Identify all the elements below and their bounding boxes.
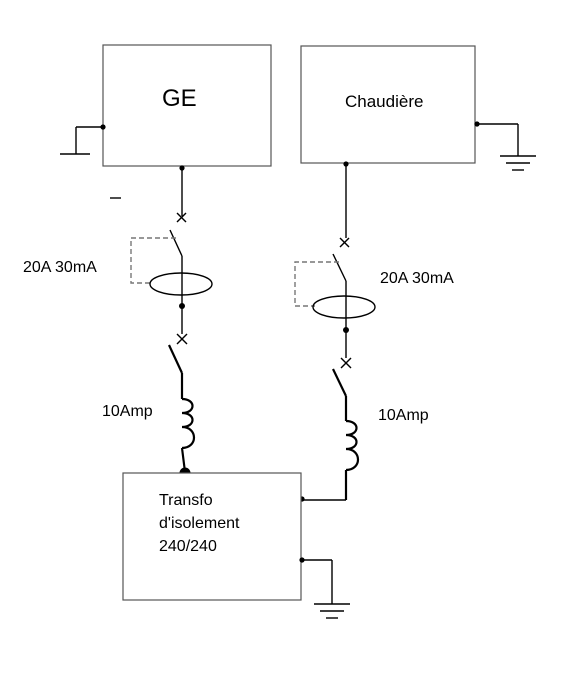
left-breaker-contact-cross xyxy=(176,333,188,345)
left-rcd-label: 20A 30mA xyxy=(23,259,97,276)
left-rcd-trip-linkage xyxy=(130,237,176,284)
right-rcd-contact-cross xyxy=(339,237,350,248)
transformer-label-line2: d'isolement xyxy=(159,515,240,532)
left-rcd-toroid xyxy=(149,272,213,296)
boiler-box xyxy=(300,45,476,164)
ge-ground-symbol xyxy=(60,124,106,155)
left-breaker-blade xyxy=(168,344,183,374)
right-rcd-toroid xyxy=(312,295,376,319)
right-fuse-coil xyxy=(345,419,360,472)
boiler-block: Chaudière xyxy=(300,45,476,164)
ge-box xyxy=(102,44,272,167)
transformer-label-line3: 240/240 xyxy=(159,538,217,555)
transformer-box xyxy=(122,472,302,601)
left-branch xyxy=(130,165,213,479)
left-rcd-switch-blade xyxy=(169,229,183,257)
right-breaker-blade xyxy=(332,368,347,397)
left-rcd-contact-cross xyxy=(176,212,187,223)
ge-label: GE xyxy=(162,85,197,112)
right-rcd-switch-blade xyxy=(332,253,347,282)
right-fuse-label: 10Amp xyxy=(378,407,429,424)
right-rcd-trip-linkage xyxy=(294,261,339,307)
right-rcd-label: 20A 30mA xyxy=(380,270,454,287)
right-breaker-contact-cross xyxy=(340,357,352,369)
left-fuse-coil xyxy=(181,397,196,450)
boiler-label: Chaudière xyxy=(345,92,423,111)
right-branch xyxy=(294,161,376,502)
ge-block: GE xyxy=(102,44,272,167)
boiler-ground-symbol xyxy=(474,121,536,171)
transformer-label-line1: Transfo xyxy=(159,492,213,509)
transformer-ground-symbol xyxy=(299,557,350,619)
left-fuse-label: 10Amp xyxy=(102,403,153,420)
transformer-block: Transfo d'isolement 240/240 xyxy=(122,472,302,601)
